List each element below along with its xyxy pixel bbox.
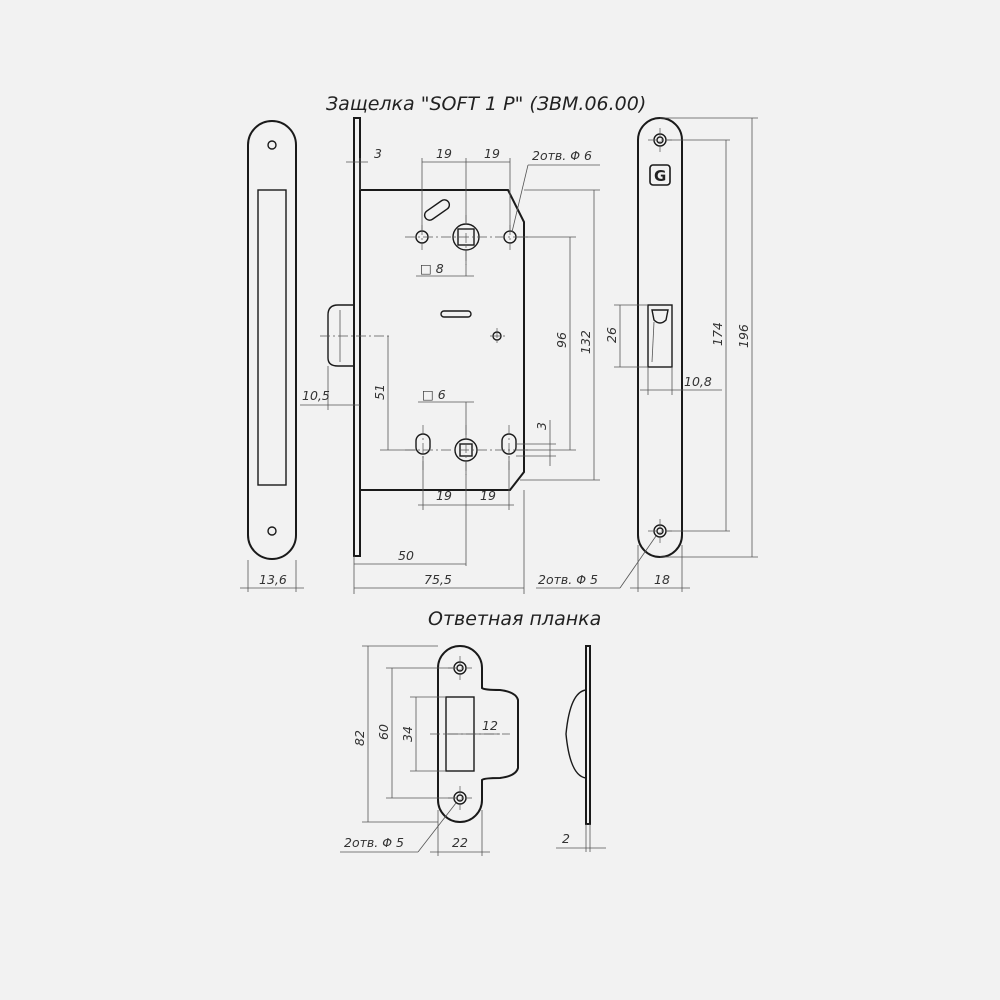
strike-plate-front-view: 82 60 34 12 22 2отв. Φ 5 [340, 645, 519, 856]
dim-26: 26 [604, 327, 619, 343]
faceplate-latch-view: G 26 10,8 174 196 18 [536, 117, 758, 592]
dim-19-bottom-right: 19 [480, 488, 496, 503]
dim-75-5: 75,5 [424, 572, 452, 587]
brand-logo: G [654, 167, 666, 185]
dim-3-lower: 3 [534, 422, 549, 430]
dim-19-top-right: 19 [484, 146, 500, 161]
dim-holes-d6: 2отв. Φ 6 [532, 148, 592, 163]
dim-196: 196 [736, 324, 751, 348]
dim-2: 2 [562, 831, 570, 846]
dim-51: 51 [372, 384, 387, 400]
dim-holes-d5-strike: 2отв. Φ 5 [344, 835, 404, 850]
dim-34: 34 [400, 726, 415, 742]
dim-50: 50 [398, 548, 414, 563]
dim-holes-d5-latch: 2отв. Φ 5 [538, 572, 598, 587]
dim-3: 3 [374, 146, 382, 161]
dim-19-bottom-left: 19 [436, 488, 452, 503]
dim-18: 18 [654, 572, 670, 587]
dim-132: 132 [578, 330, 593, 354]
dim-13-6: 13,6 [259, 572, 287, 587]
faceplate-front-view: 13,6 [240, 120, 304, 592]
dim-174: 174 [710, 322, 725, 346]
latch-title: Защелка "SOFT 1 P" (ЗВМ.06.00) [326, 93, 646, 115]
dim-12: 12 [482, 718, 498, 733]
dim-square-6: □ 6 [422, 387, 446, 402]
dim-60: 60 [376, 724, 391, 740]
dim-96: 96 [554, 332, 569, 348]
dim-10-5: 10,5 [302, 388, 330, 403]
dim-square-8: □ 8 [420, 261, 444, 276]
dim-10-8: 10,8 [684, 374, 712, 389]
dim-19-top-left: 19 [436, 146, 452, 161]
strike-plate-side-view: 2 [556, 645, 606, 852]
dim-22: 22 [452, 835, 468, 850]
lock-body-side-view: 3 19 19 2отв. Φ 6 □ 8 96 132 3 □ 6 51 [300, 117, 600, 594]
strike-title: Ответная планка [428, 608, 601, 630]
dim-82: 82 [352, 730, 367, 746]
